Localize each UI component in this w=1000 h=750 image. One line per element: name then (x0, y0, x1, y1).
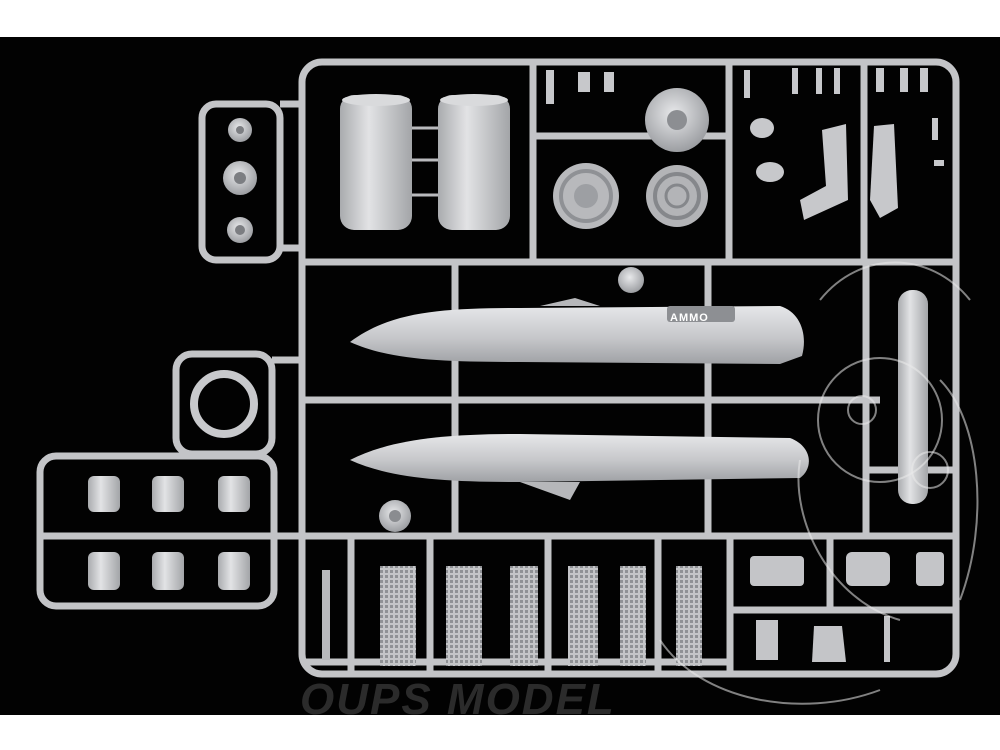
engine-fan-parts (379, 88, 709, 532)
fuel-drums (340, 94, 510, 230)
small-parts-bottom-right (750, 552, 944, 662)
ammo-logo: AMMO (670, 312, 709, 324)
vertical-boom (898, 290, 928, 504)
ring-part (190, 370, 258, 438)
small-wheels (223, 118, 257, 243)
large-drop-tanks (350, 298, 809, 500)
grill-panels (322, 566, 702, 666)
wheel-cylinders (88, 476, 250, 590)
watermark-text: OUPS MODEL (300, 676, 616, 724)
watermark-drawing (659, 261, 979, 705)
small-parts-top-right (546, 68, 944, 220)
